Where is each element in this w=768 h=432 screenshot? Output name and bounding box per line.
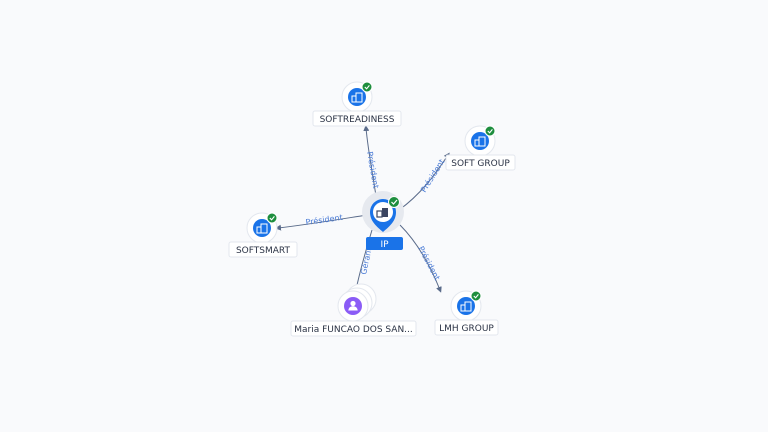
company-icon <box>351 92 363 103</box>
node-label-maria: Maria FUNCAO DOS SAN... <box>294 325 413 335</box>
center-label-box <box>366 237 403 250</box>
node-label-soft-group: SOFT GROUP <box>451 159 510 169</box>
company-icon <box>376 208 388 218</box>
edge-soft-group <box>398 152 450 211</box>
center-node[interactable]: IP <box>362 191 404 250</box>
edge-softreadiness <box>363 125 377 197</box>
verified-badge-icon <box>388 196 400 208</box>
node-soft-group[interactable]: SOFT GROUP <box>445 125 516 171</box>
node-label-lmh-group: LMH GROUP <box>439 324 494 334</box>
edges <box>275 125 450 293</box>
node-lmh-group[interactable]: LMH GROUP <box>434 290 499 336</box>
company-icon <box>460 301 472 312</box>
node-label-softreadiness: SOFTREADINESS <box>320 115 395 125</box>
node-softreadiness[interactable]: SOFTREADINESS <box>312 81 402 127</box>
node-label-softsmart: SOFTSMART <box>236 246 291 256</box>
person-icon <box>348 300 358 311</box>
edge-label-softsmart: Président <box>305 212 343 227</box>
company-icon <box>474 136 486 147</box>
verified-badge-icon <box>361 81 373 93</box>
edge-softsmart <box>275 214 368 231</box>
company-icon <box>256 223 268 234</box>
center-label: IP <box>380 240 389 250</box>
edge-lmh-group <box>399 224 442 293</box>
verified-badge-icon <box>470 290 482 302</box>
edge-label-lmh-group: Président <box>416 244 442 282</box>
edge-label-softreadiness: Président <box>365 151 381 189</box>
node-maria[interactable]: Maria FUNCAO DOS SAN... <box>290 283 417 337</box>
verified-badge-icon <box>266 212 278 224</box>
verified-badge-icon <box>484 125 496 137</box>
node-softsmart[interactable]: SOFTSMART <box>228 212 298 258</box>
edge-label-maria: Gérant <box>358 246 374 275</box>
edge-label-soft-group: Président <box>418 157 446 194</box>
